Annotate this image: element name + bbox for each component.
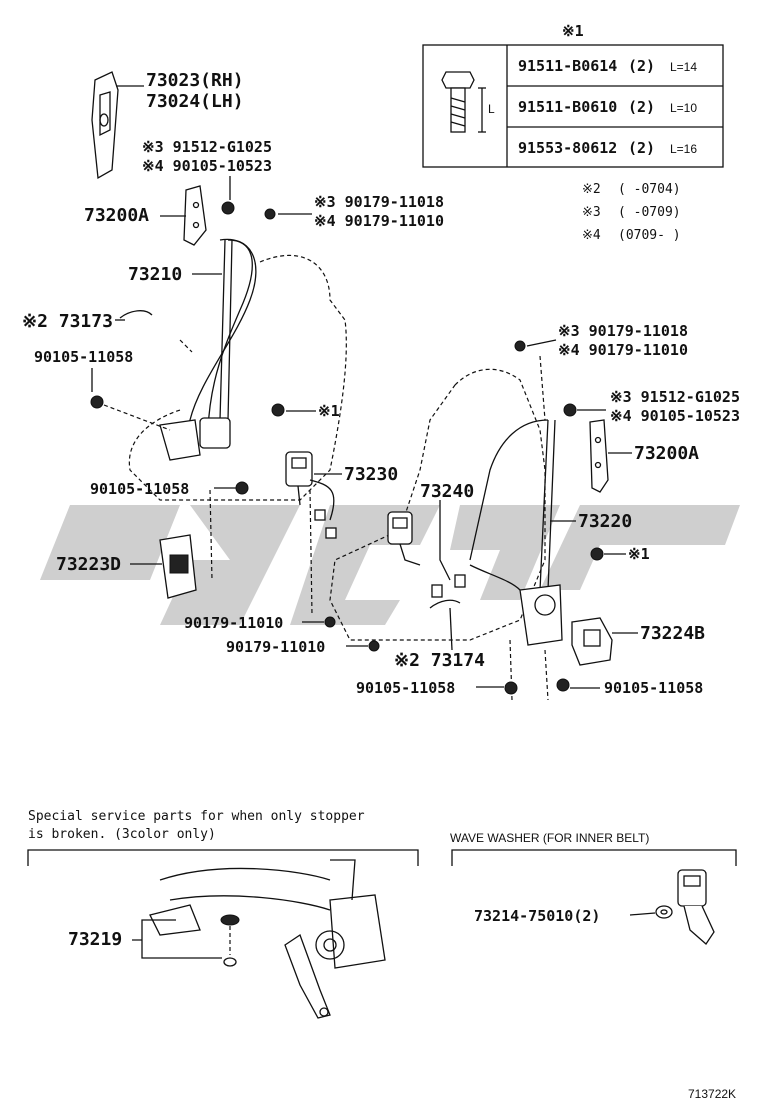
svg-text:L=10: L=10 — [670, 101, 697, 115]
svg-text:※2: ※2 — [582, 182, 601, 197]
right-seat-outline — [329, 368, 546, 641]
svg-text:L=16: L=16 — [670, 142, 697, 156]
svg-text:(2): (2) — [628, 139, 655, 157]
seat-belt-left — [159, 238, 257, 461]
special-parts-note-line2: is broken. (3color only) — [28, 827, 216, 842]
bolt-icon — [271, 403, 285, 417]
buckle-73230-part — [285, 451, 337, 539]
svg-text:( -0704): ( -0704) — [618, 182, 681, 197]
label-90179-right: ※3 90179-11018 — [558, 322, 688, 340]
nut-icon — [324, 616, 336, 628]
svg-text:91511-B0610: 91511-B0610 — [518, 98, 617, 116]
label-73173: ※2 73173 — [22, 311, 113, 332]
label-73240: 73240 — [420, 481, 474, 502]
label-90105-11058-b: 90105-11058 — [90, 480, 189, 498]
table-row: 91553-80612 (2) L=16 — [518, 139, 697, 157]
label-90105-11058-a: 90105-11058 — [34, 348, 133, 366]
label-73224b: 73224B — [640, 623, 705, 644]
buckle-73240-part — [387, 511, 466, 598]
left-seat-outline — [128, 254, 347, 501]
table-header-mark: ※1 — [562, 22, 584, 40]
special-parts-bracket — [27, 849, 419, 866]
label-90179-right-2: ※4 90179-11010 — [558, 341, 688, 359]
label-90105-11058-c: 90105-11058 — [356, 679, 455, 697]
bolt-icon — [590, 547, 604, 561]
bolt-icon — [563, 403, 577, 417]
cover-73223d-part — [159, 534, 197, 599]
nut-icon — [368, 640, 380, 652]
wave-washer-illustration — [655, 869, 715, 945]
table-row: 91511-B0614 (2) L=14 — [518, 57, 697, 75]
label-90179-top-2: ※4 90179-11010 — [314, 212, 444, 230]
stopper-assembly-illustration — [149, 859, 386, 1019]
label-91512-right: ※3 91512-G1025 — [610, 388, 740, 406]
table-row: 91511-B0610 (2) L=10 — [518, 98, 697, 116]
cover-73224b-part — [571, 617, 613, 666]
label-90105-11058-d: 90105-11058 — [604, 679, 703, 697]
svg-text:※4: ※4 — [582, 228, 601, 243]
stopper-73174-part — [429, 599, 461, 609]
nut-icon — [264, 208, 276, 220]
label-90105-right: ※4 90105-10523 — [610, 407, 740, 425]
bolt-icon — [235, 481, 249, 495]
wave-washer-title: WAVE WASHER (FOR INNER BELT) — [450, 831, 649, 845]
bolt-icon — [441, 71, 486, 133]
nut-icon — [514, 340, 526, 352]
label-90105-top: ※4 90105-10523 — [142, 157, 272, 175]
label-73219: 73219 — [68, 929, 122, 950]
label-73223d: 73223D — [56, 554, 121, 575]
label-mark1-right: ※1 — [628, 545, 650, 563]
svg-text:(2): (2) — [628, 57, 655, 75]
bolt-icon — [90, 395, 104, 409]
label-73210: 73210 — [128, 264, 182, 285]
svg-text:(2): (2) — [628, 98, 655, 116]
label-73220: 73220 — [578, 511, 632, 532]
svg-text:(0709- ): (0709- ) — [618, 228, 681, 243]
label-73230: 73230 — [344, 464, 398, 485]
height-adjuster-right — [589, 419, 609, 493]
label-73200a-left: 73200A — [84, 205, 149, 226]
label-73174: ※2 73174 — [394, 650, 485, 671]
bolt-table-frame — [422, 44, 724, 168]
label-73200a-right: 73200A — [634, 443, 699, 464]
svg-text:( -0709): ( -0709) — [618, 205, 681, 220]
label-90179-top: ※3 90179-11018 — [314, 193, 444, 211]
svg-text:※3: ※3 — [582, 205, 601, 220]
label-mark1-left: ※1 — [318, 402, 340, 420]
label-91512-top: ※3 91512-G1025 — [142, 138, 272, 156]
label-73024: 73024(LH) — [146, 91, 244, 112]
label-73023: 73023(RH) — [146, 70, 244, 91]
bolt-icon — [504, 681, 518, 695]
height-adjuster-left — [183, 185, 235, 246]
figure-id: 713722K — [688, 1087, 736, 1101]
bolt-icon — [556, 678, 570, 692]
special-parts-note-line1: Special service parts for when only stop… — [28, 809, 365, 824]
seat-belt-right — [469, 419, 563, 646]
wave-washer-bracket — [451, 849, 737, 866]
stopper-73173-part — [119, 310, 153, 319]
pillar-cover-part — [91, 71, 119, 180]
svg-text:91553-80612: 91553-80612 — [518, 139, 617, 157]
dimension-l-label: L — [488, 102, 495, 116]
label-90179-11010-b: 90179-11010 — [226, 638, 325, 656]
applicability-notes: ※2 ( -0704) ※3 ( -0709) ※4 (0709- ) — [582, 182, 681, 243]
svg-text:91511-B0614: 91511-B0614 — [518, 57, 617, 75]
label-90179-11010-a: 90179-11010 — [184, 614, 283, 632]
svg-text:L=14: L=14 — [670, 60, 697, 74]
label-73214-75010: 73214-75010(2) — [474, 907, 600, 925]
